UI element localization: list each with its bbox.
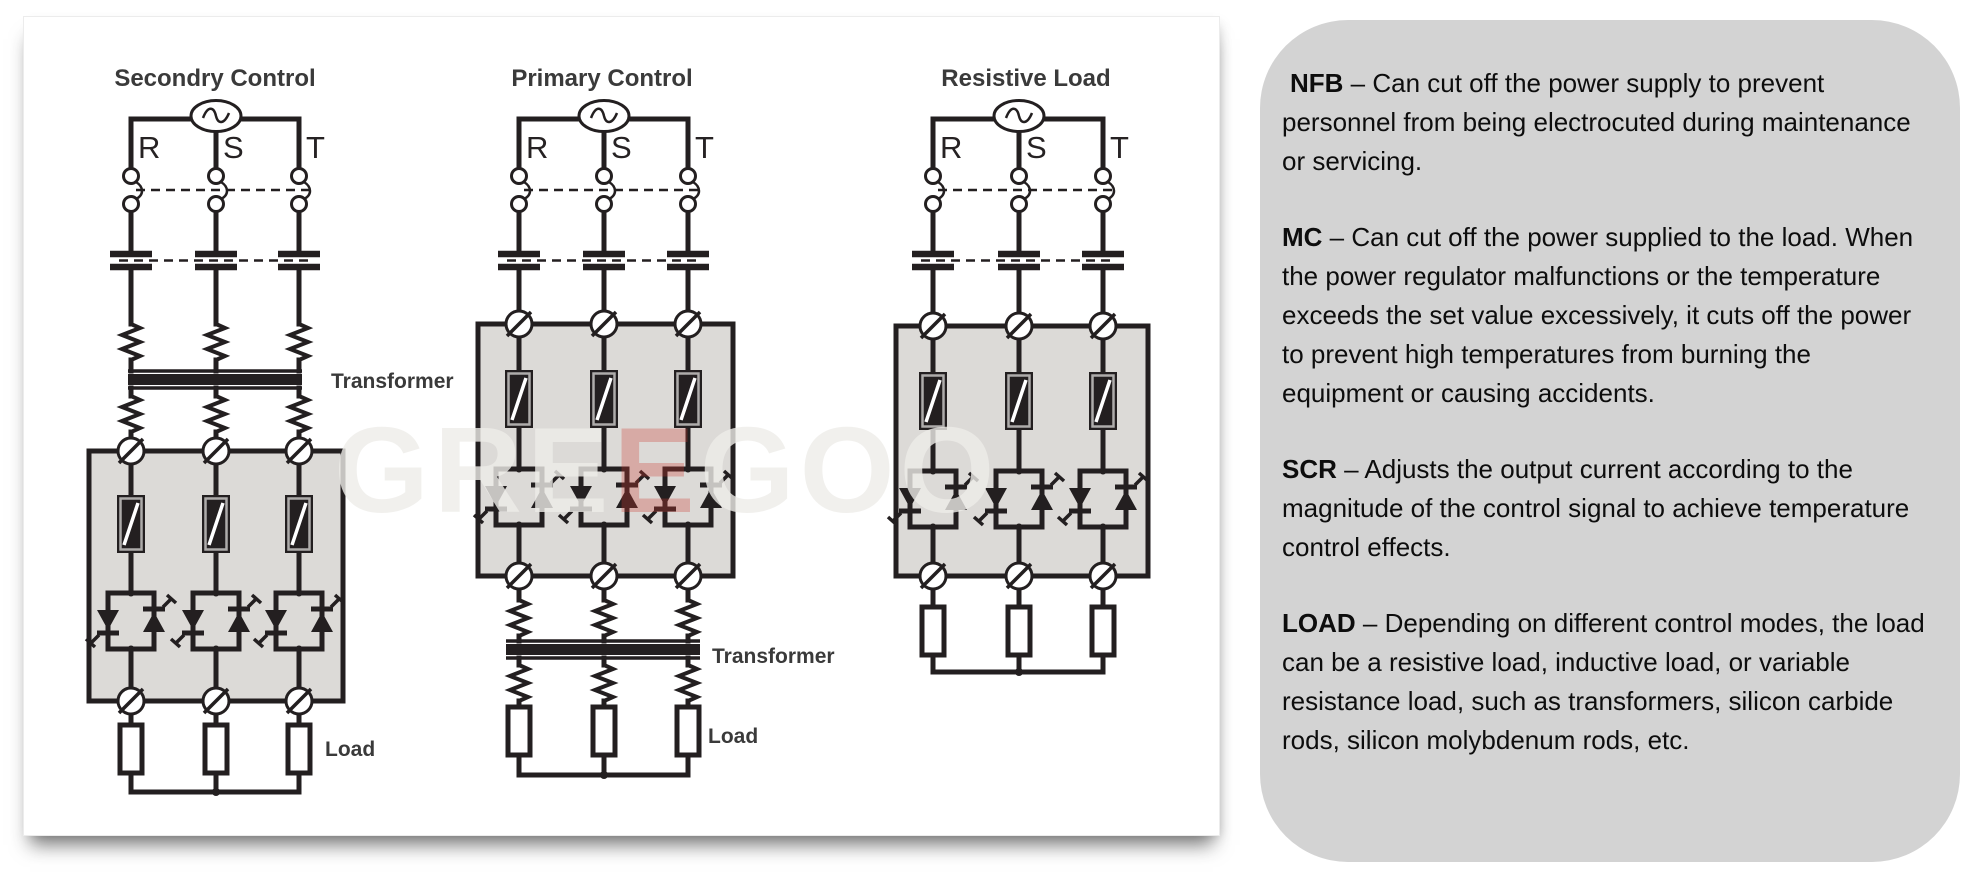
terminal bbox=[589, 309, 619, 339]
terminal bbox=[673, 561, 703, 591]
phase-label-s: S bbox=[223, 130, 244, 165]
fuse bbox=[1003, 370, 1035, 432]
terminal bbox=[1004, 311, 1034, 341]
mc-contact bbox=[912, 254, 954, 267]
mc-contact bbox=[498, 254, 540, 267]
transformer-winding bbox=[288, 322, 310, 362]
legend-term: LOAD bbox=[1282, 608, 1356, 638]
transformer-winding bbox=[120, 394, 142, 434]
transformer-winding bbox=[205, 322, 227, 362]
mc-contact bbox=[110, 254, 152, 267]
phase-label-t: T bbox=[306, 130, 325, 165]
legend-desc: – Can cut off the power supply to preven… bbox=[1282, 68, 1911, 176]
terminal bbox=[1088, 311, 1118, 341]
legend-desc: – Depending on different control modes, … bbox=[1282, 608, 1925, 755]
phase-label-t: T bbox=[695, 130, 714, 165]
terminal bbox=[918, 311, 948, 341]
transformer-winding bbox=[677, 663, 699, 703]
diagram-title: Secondry Control bbox=[114, 65, 315, 92]
terminal bbox=[504, 309, 534, 339]
diagram-primary-control: Primary Control bbox=[474, 65, 835, 779]
diagram-secondary-control: Secondry Control bbox=[86, 65, 454, 796]
load-resistor bbox=[922, 607, 944, 655]
load-resistor bbox=[1092, 607, 1114, 655]
fuse bbox=[283, 493, 315, 555]
ac-source-icon bbox=[189, 99, 243, 133]
junction-dot bbox=[212, 788, 220, 796]
transformer-label: Transformer bbox=[712, 645, 835, 668]
legend-item-mc: MC – Can cut off the power supplied to t… bbox=[1282, 218, 1930, 413]
load-resistor bbox=[205, 725, 227, 773]
terminal bbox=[284, 436, 314, 466]
terminal bbox=[201, 436, 231, 466]
transformer-winding bbox=[593, 598, 615, 638]
ac-source-icon bbox=[992, 99, 1046, 133]
legend-item-scr: SCR – Adjusts the output current accordi… bbox=[1282, 450, 1930, 567]
fuse bbox=[503, 368, 535, 430]
transformer-winding bbox=[508, 663, 530, 703]
phase-label-r: R bbox=[526, 130, 548, 165]
load-resistor bbox=[593, 707, 615, 755]
circuit-diagram-card: Secondry Control bbox=[23, 16, 1220, 836]
legend-term: SCR bbox=[1282, 454, 1337, 484]
load-resistor bbox=[1008, 607, 1030, 655]
terminal bbox=[201, 686, 231, 716]
transformer-winding bbox=[288, 394, 310, 434]
fuse bbox=[917, 370, 949, 432]
phase-label-r: R bbox=[138, 130, 160, 165]
fuse bbox=[588, 368, 620, 430]
transformer-winding bbox=[120, 322, 142, 362]
legend-desc: – Can cut off the power supplied to the … bbox=[1282, 222, 1914, 408]
transformer-winding bbox=[677, 598, 699, 638]
phase-label-r: R bbox=[940, 130, 962, 165]
load-label: Load bbox=[325, 738, 375, 761]
phase-label-t: T bbox=[1110, 130, 1129, 165]
legend-desc: – Adjusts the output current according t… bbox=[1282, 454, 1910, 562]
transformer-winding bbox=[205, 394, 227, 434]
terminal bbox=[673, 309, 703, 339]
load-label: Load bbox=[708, 725, 758, 748]
load-resistor bbox=[288, 725, 310, 773]
fuse bbox=[115, 493, 147, 555]
linkage-dashed-lines bbox=[921, 188, 1118, 262]
legend-item-nfb: NFB – Can cut off the power supply to pr… bbox=[1282, 64, 1930, 181]
transformer-symbol bbox=[128, 369, 302, 390]
diagram-title: Primary Control bbox=[511, 65, 692, 92]
transformer-winding bbox=[593, 663, 615, 703]
terminal bbox=[1004, 561, 1034, 591]
fuse bbox=[200, 493, 232, 555]
terminal bbox=[116, 436, 146, 466]
terminal bbox=[116, 686, 146, 716]
diagram-resistive-load: Resistive Load bbox=[888, 65, 1151, 676]
terminal bbox=[504, 561, 534, 591]
phase-label-s: S bbox=[1026, 130, 1047, 165]
fuse bbox=[672, 368, 704, 430]
phase-label-s: S bbox=[611, 130, 632, 165]
ac-source-icon bbox=[577, 99, 631, 133]
transformer-winding bbox=[508, 598, 530, 638]
load-resistor bbox=[120, 725, 142, 773]
legend-term: NFB bbox=[1290, 68, 1344, 98]
load-resistor bbox=[508, 707, 530, 755]
terminal bbox=[1088, 561, 1118, 591]
transformer-label: Transformer bbox=[331, 370, 454, 393]
legend-card: NFB – Can cut off the power supply to pr… bbox=[1260, 20, 1960, 862]
junction-dot bbox=[600, 771, 608, 779]
terminal bbox=[918, 561, 948, 591]
junction-dot bbox=[1015, 668, 1023, 676]
diagram-title: Resistive Load bbox=[941, 65, 1110, 92]
terminal bbox=[589, 561, 619, 591]
legend-item-load: LOAD – Depending on different control mo… bbox=[1282, 604, 1930, 760]
fuse bbox=[1087, 370, 1119, 432]
circuit-diagrams-svg: Secondry Control bbox=[24, 65, 1151, 796]
terminal bbox=[284, 686, 314, 716]
legend-term: MC bbox=[1282, 222, 1323, 252]
load-resistor bbox=[677, 707, 699, 755]
transformer-symbol bbox=[506, 639, 700, 660]
